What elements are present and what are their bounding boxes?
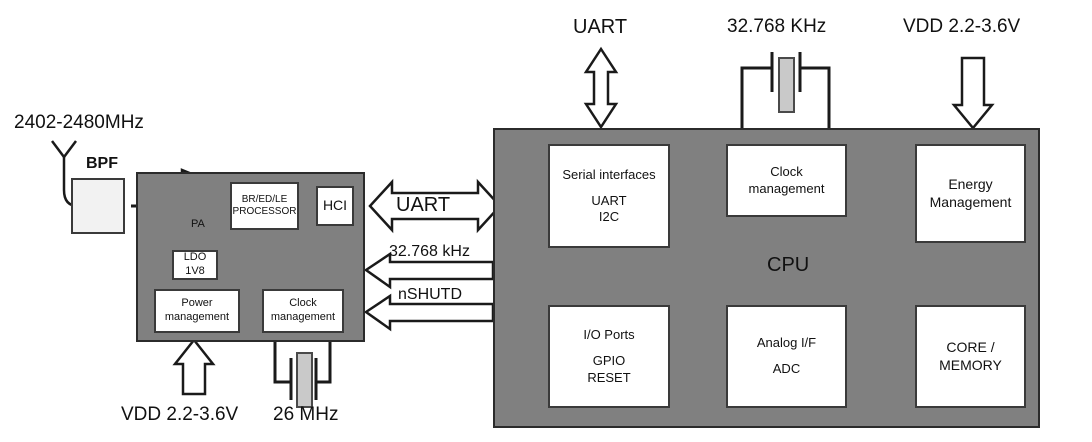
crystal-32khz-circuit [740, 52, 831, 128]
clock-32k-bus-label: 32.768 kHz [389, 243, 470, 260]
energy-line-1: Energy [948, 176, 993, 192]
uart-bus-label: UART [396, 194, 451, 216]
cpu-label: CPU [767, 254, 810, 276]
serial-line-2: UART [591, 192, 627, 208]
chip-clock-management-box: Clock management [262, 289, 344, 333]
analog-if-box: Analog I/F ADC [726, 305, 847, 408]
serial-line-1: Serial interfaces [562, 166, 656, 182]
io-line-3: RESET [587, 369, 631, 385]
bandpass-filter-box [71, 178, 125, 234]
uart-top-label: UART [573, 16, 628, 38]
core-line-2: MEMORY [939, 356, 1002, 373]
vdd-bottom-up-arrow [172, 337, 216, 396]
core-line-1: CORE / [946, 339, 995, 355]
io-line-1: I/O Ports [583, 327, 635, 343]
cpu-clock-management-box: Clock management [726, 144, 847, 217]
ldo-line-2: 1V8 [185, 265, 205, 277]
uart-top-bidirectional-arrow [583, 46, 619, 130]
br-ed-le-processor-box: BR/ED/LE PROCESSOR [230, 182, 299, 230]
nshutd-bus-label: nSHUTD [398, 286, 463, 303]
io-ports-box: I/O Ports GPIO RESET [548, 305, 670, 408]
antenna-frequency-label: 2402-2480MHz [14, 112, 144, 133]
analog-line-1: Analog I/F [756, 335, 817, 351]
ldo-line-1: LDO [183, 251, 207, 264]
serial-line-3: I2C [598, 209, 620, 224]
io-line-2: GPIO [592, 353, 626, 369]
core-memory-box: CORE / MEMORY [915, 305, 1026, 408]
power-mgmt-line-1: Power [181, 297, 213, 310]
energy-line-2: Management [929, 193, 1012, 210]
chip-clock-line-2: management [270, 311, 336, 323]
analog-line-2: ADC [772, 361, 801, 377]
chip-clock-line-1: Clock [289, 297, 317, 310]
ldo-box: LDO 1V8 [172, 250, 218, 280]
cpu-clock-line-1: Clock [770, 164, 803, 180]
bpf-label: BPF [86, 155, 118, 172]
hci-label: HCI [322, 197, 348, 214]
power-mgmt-line-2: management [164, 311, 230, 323]
vdd-top-label: VDD 2.2-3.6V [903, 16, 1021, 37]
crystal-26mhz-circuit [273, 342, 332, 400]
pa-label: PA [191, 218, 205, 230]
energy-management-box: Energy Management [915, 144, 1026, 243]
crystal-32khz-icon [778, 57, 795, 113]
vdd-top-down-arrow [951, 56, 995, 130]
power-management-box: Power management [154, 289, 240, 333]
hci-box: HCI [316, 186, 354, 226]
vdd-bottom-label: VDD 2.2-3.6V [121, 404, 239, 425]
processor-line-2: PROCESSOR [232, 206, 297, 217]
crystal-26mhz-icon [296, 352, 313, 408]
crystal-32khz-label: 32.768 KHz [727, 16, 827, 37]
cpu-clock-line-2: management [748, 180, 825, 196]
crystal-26mhz-label: 26 MHz [273, 404, 339, 425]
serial-interfaces-box: Serial interfaces UART I2C [548, 144, 670, 248]
processor-line-1: BR/ED/LE [241, 193, 288, 205]
